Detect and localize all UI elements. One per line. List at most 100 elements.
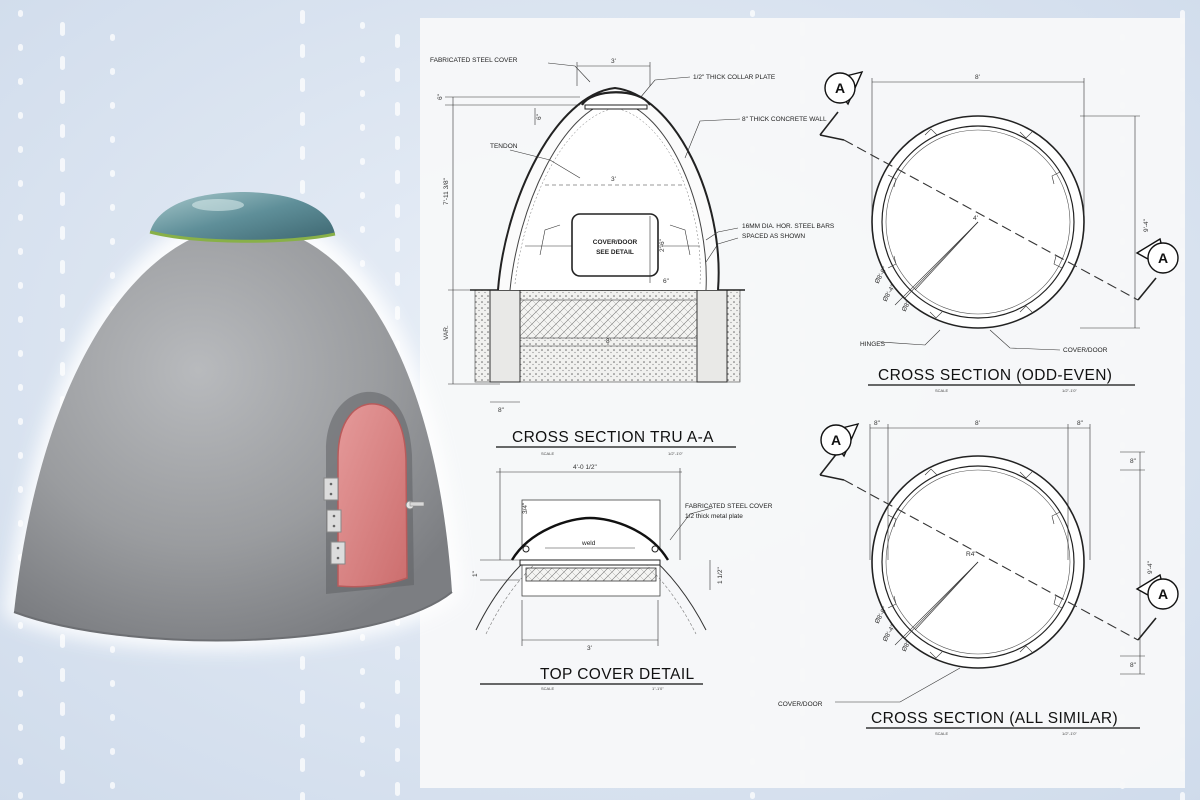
- background-dash: [395, 238, 400, 252]
- background-dash: [60, 770, 65, 784]
- background-dash: [60, 328, 65, 342]
- background-dash: [18, 656, 23, 663]
- background-dash: [360, 124, 365, 131]
- section-marker-label: A: [1158, 250, 1168, 266]
- dim-all-height: 9'-4": [1147, 560, 1154, 574]
- background-dash: [300, 10, 305, 24]
- background-dash: [110, 272, 115, 279]
- background-dash: [395, 68, 400, 82]
- background-dash: [360, 226, 365, 233]
- background-dash: [60, 736, 65, 750]
- dim-odd-width: 8': [975, 74, 980, 81]
- background-dash: [18, 792, 23, 799]
- label-steel-bars: 16MM DIA. HOR. STEEL BARS: [742, 223, 835, 230]
- background-dash: [110, 34, 115, 41]
- door-handle-icon: [405, 500, 425, 510]
- cross-section-odd-even-drawing: [819, 78, 1157, 386]
- title-cross-section-odd-even: CROSS SECTION (ODD-EVEN): [878, 367, 1112, 384]
- background-dash: [110, 748, 115, 755]
- scale-value-odd: 1/2"-1'0": [1062, 388, 1078, 393]
- background-dash: [18, 78, 23, 85]
- background-dash: [300, 690, 305, 704]
- section-marker-label: A: [831, 432, 841, 448]
- dim-door-height: 2'-6": [659, 238, 666, 252]
- background-dash: [110, 782, 115, 789]
- background-dash: [60, 90, 65, 104]
- cross-section-aa-drawing: [445, 62, 745, 448]
- background-dash: [360, 702, 365, 709]
- shelter-render: [4, 192, 462, 651]
- background-dash: [18, 622, 23, 629]
- dim-left-small-2: 6": [536, 113, 543, 120]
- title-top-cover-detail: TOP COVER DETAIL: [540, 666, 695, 683]
- background-dash: [18, 316, 23, 323]
- scale-label-odd: SCALE: [935, 388, 948, 393]
- label-steel-cover: FABRICATED STEEL COVER: [430, 57, 518, 64]
- background-dash: [360, 90, 365, 97]
- drawing-sheet: [420, 18, 1185, 788]
- label-odd-cover-door: COVER/DOOR: [1063, 347, 1108, 354]
- dim-all-left: 8": [874, 420, 881, 427]
- background-dash: [18, 418, 23, 425]
- dim-odd-height: 9'-4": [1143, 218, 1150, 232]
- background-dash: [18, 112, 23, 119]
- background-dash: [18, 724, 23, 731]
- label-top-cover-steel: FABRICATED STEEL COVER: [685, 503, 773, 510]
- dim-footing: 8": [498, 407, 505, 414]
- label-steel-bars-spacing: SPACED AS SHOWN: [742, 233, 805, 240]
- label-tendon: TENDON: [490, 143, 518, 150]
- background-dash: [60, 192, 65, 206]
- background-dash: [110, 646, 115, 653]
- background-dash: [395, 136, 400, 150]
- dim-all-top-small: 8": [1130, 458, 1137, 465]
- label-concrete-wall: 8" THICK CONCRETE WALL: [742, 116, 827, 123]
- background-dash: [395, 170, 400, 184]
- background-dash: [360, 770, 365, 777]
- background-dash: [360, 260, 365, 267]
- background-dash: [360, 192, 365, 199]
- background-dash: [18, 486, 23, 493]
- background-dash: [60, 158, 65, 172]
- title-cross-section-aa: CROSS SECTION TRU A-A: [512, 429, 714, 446]
- background-dash: [18, 452, 23, 459]
- background-dash: [300, 758, 305, 772]
- background-dash: [18, 10, 23, 17]
- background-dash: [18, 44, 23, 51]
- dim-odd-radius: 4': [973, 215, 978, 222]
- label-all-cover-door: COVER/DOOR: [778, 701, 823, 708]
- background-dash: [395, 204, 400, 218]
- dim-cover-base: 3': [587, 645, 592, 652]
- dim-var: VAR.: [443, 325, 450, 340]
- dim-cover-small: 3/4": [522, 502, 529, 514]
- door-panel: [337, 403, 408, 588]
- section-marker-icon: [824, 70, 1179, 274]
- dim-height: 7'-11 3/8": [443, 177, 450, 205]
- background-dash: [60, 634, 65, 648]
- background-dash: [360, 668, 365, 675]
- background-dash: [395, 714, 400, 728]
- background-dash: [18, 146, 23, 153]
- background-dash: [1180, 792, 1185, 800]
- dim-all-d3: Ø8': [901, 641, 912, 653]
- background-dash: [110, 170, 115, 177]
- scale-value-aa: 1/2"-1'0": [668, 451, 684, 456]
- background-dash: [395, 306, 400, 320]
- background-dash: [18, 690, 23, 697]
- label-see-detail: SEE DETAIL: [596, 249, 634, 256]
- background-dash: [300, 792, 305, 800]
- scale-value-cover: 1"-1'0": [652, 686, 664, 691]
- background-dash: [60, 362, 65, 376]
- cross-section-all-similar-drawing: [819, 424, 1157, 729]
- top-cover-detail-drawing: [475, 468, 713, 685]
- background-dash: [300, 724, 305, 738]
- background-dash: [300, 180, 305, 194]
- background-dash: [60, 124, 65, 138]
- background-dash: [300, 146, 305, 160]
- background-dash: [60, 702, 65, 716]
- dim-mid: 3': [611, 176, 616, 183]
- background-dash: [60, 22, 65, 36]
- dim-all-bottom-small: 8": [1130, 662, 1137, 669]
- background-dash: [395, 102, 400, 116]
- dim-top: 3': [611, 58, 616, 65]
